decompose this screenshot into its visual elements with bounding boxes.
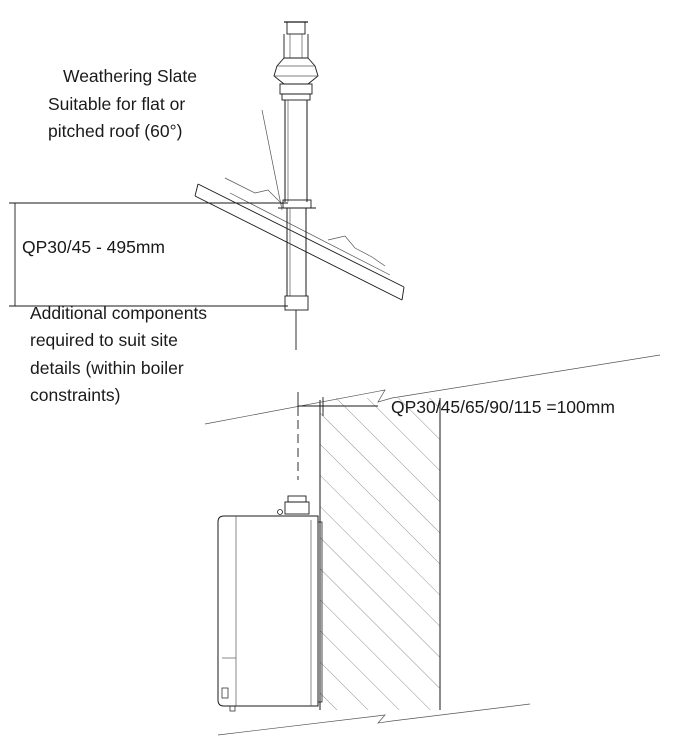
offset-dimension-label: QP30/45/65/90/115 =100mm — [391, 397, 615, 417]
wall — [204, 354, 661, 736]
additional-components-line-2: required to suit site — [30, 330, 178, 350]
pitched-roof — [194, 177, 405, 301]
additional-components-line-4: constraints) — [30, 385, 120, 405]
height-dimension — [9, 202, 288, 307]
offset-dimension — [297, 392, 378, 480]
weathering-slate-label-line-3: pitched roof (60°) — [48, 121, 182, 141]
weathering-slate-label-line-2: Suitable for flat or — [48, 94, 185, 114]
weathering-slate-label-line-1: Weathering Slate — [63, 66, 197, 86]
boiler — [217, 495, 323, 712]
additional-components-line-3: details (within boiler — [30, 358, 184, 378]
weathering-slate-leader — [261, 109, 283, 211]
additional-components-line-1: Additional components — [30, 303, 207, 323]
vertical-flue-terminal — [273, 21, 319, 350]
height-dimension-label: QP30/45 - 495mm — [22, 237, 165, 257]
